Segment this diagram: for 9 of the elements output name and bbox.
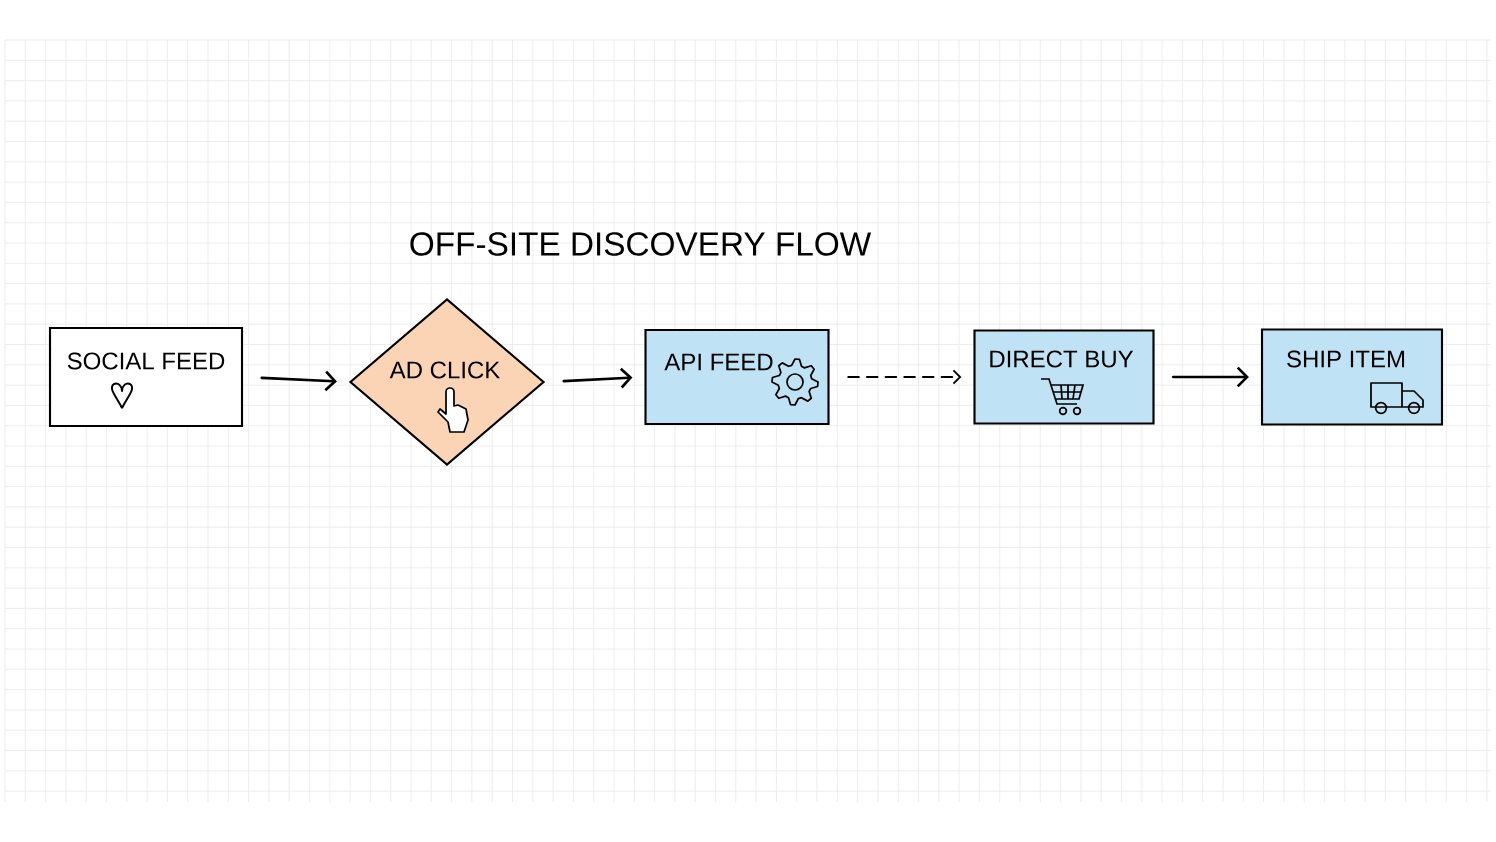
- arrow: [1171, 366, 1249, 388]
- process-box: DIRECT BUY: [973, 329, 1155, 425]
- process-box: SOCIAL FEED: [48, 326, 244, 428]
- process-box: API FEED: [644, 328, 830, 426]
- process-box: SHIP ITEM: [1260, 328, 1444, 426]
- arrow: [260, 370, 337, 392]
- arrow: [847, 369, 962, 385]
- title: OFF-SITE DISCOVERY FLOW: [410, 232, 872, 256]
- arrow: [562, 367, 633, 389]
